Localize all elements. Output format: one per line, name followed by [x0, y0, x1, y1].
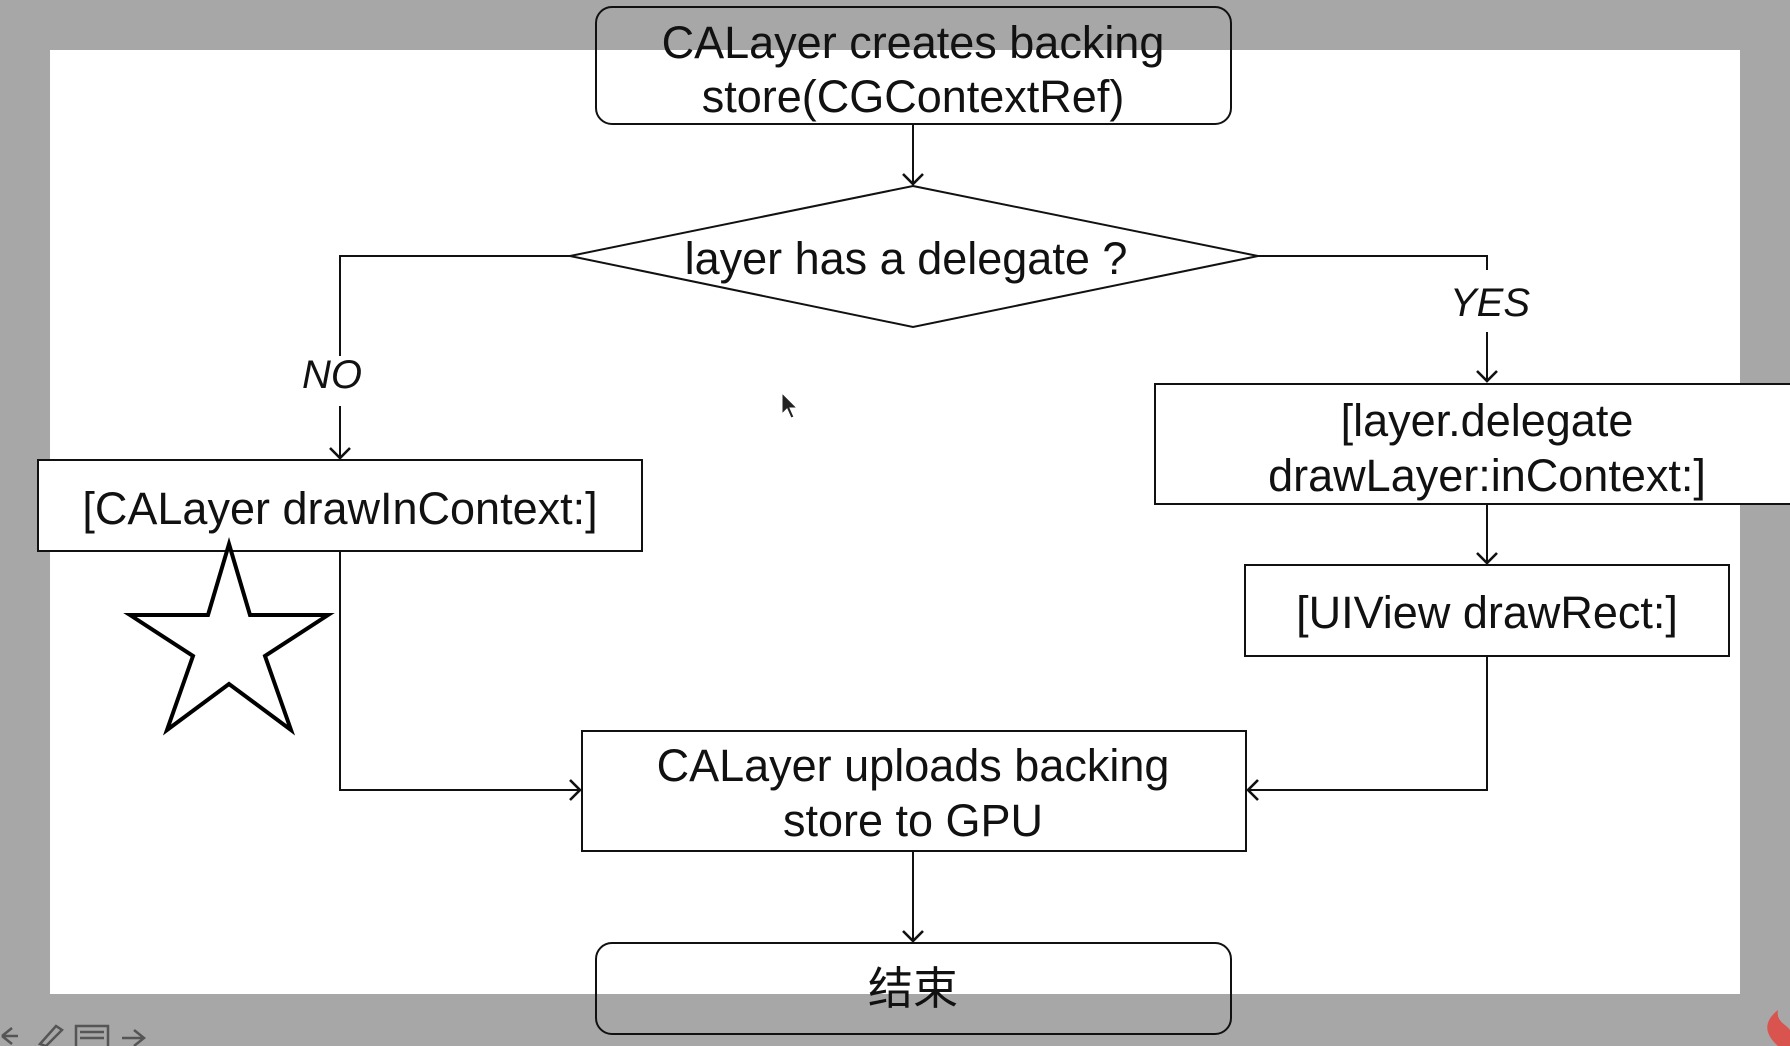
- edge-drawincontext-to-upload: [339, 551, 582, 801]
- decision-label: layer has a delegate ?: [685, 233, 1128, 284]
- connectors: [329, 124, 1498, 943]
- edge-drawrect-to-upload: [1246, 656, 1488, 801]
- end-node: 结束: [595, 942, 1232, 1035]
- delegate-drawlayer-line-2: drawLayer:inContext:]: [1268, 450, 1706, 501]
- flame-icon: [1767, 1010, 1790, 1046]
- branch-no-label: NO: [302, 353, 362, 397]
- start-node-line-1: CALayer creates backing: [662, 17, 1165, 68]
- delegate-drawlayer-line-1: [layer.delegate: [1341, 395, 1634, 446]
- end-label: 结束: [868, 962, 958, 1015]
- edge-decision-to-yes: [1258, 255, 1488, 270]
- upload-node: CALayer uploads backing store to GPU: [581, 730, 1247, 852]
- uiview-drawrect-label: [UIView drawRect:]: [1296, 587, 1678, 638]
- delegate-drawlayer-node: [layer.delegate drawLayer:inContext:]: [1154, 383, 1790, 505]
- upload-line-2: store to GPU: [783, 795, 1043, 846]
- pen-icon[interactable]: [37, 1024, 64, 1046]
- drawincontext-label: [CALayer drawInContext:]: [82, 483, 597, 534]
- menu-icon[interactable]: [74, 1024, 110, 1046]
- upload-line-1: CALayer uploads backing: [657, 740, 1170, 791]
- uiview-drawrect-node: [UIView drawRect:]: [1244, 564, 1730, 657]
- start-node: CALayer creates backing store(CGContextR…: [595, 6, 1232, 125]
- start-node-line-2: store(CGContextRef): [702, 71, 1125, 122]
- star-outline-icon: [123, 536, 335, 736]
- decision-node: layer has a delegate ?: [569, 184, 1259, 329]
- drawincontext-node: [CALayer drawInContext:]: [37, 459, 643, 552]
- forward-arrow-icon[interactable]: [122, 1029, 147, 1046]
- player-toolbar: [1, 1024, 147, 1046]
- mouse-cursor-icon: [781, 391, 799, 419]
- back-arrow-icon[interactable]: [1, 1027, 18, 1045]
- edge-decision-to-no: [339, 255, 570, 356]
- branch-yes-label: YES: [1450, 281, 1530, 325]
